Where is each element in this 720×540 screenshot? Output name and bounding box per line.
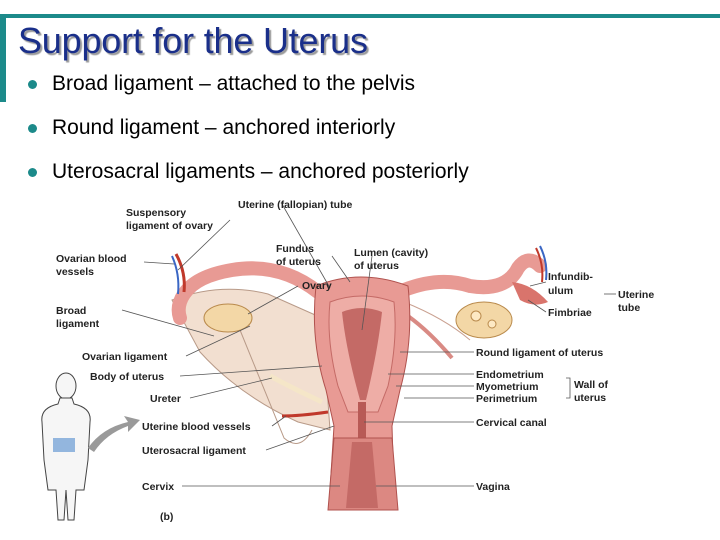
- right-ovary: [456, 302, 512, 338]
- label-uterine-fallopian-tube: Uterine (fallopian) tube: [238, 199, 352, 211]
- label-cervical-canal: Cervical canal: [476, 417, 547, 429]
- bullet-list: Broad ligament – attached to the pelvis …: [26, 66, 469, 198]
- label-uterine-tube-line2: tube: [618, 302, 640, 314]
- label-broad-ligament-line1: Broad: [56, 305, 86, 317]
- bullet-text: Broad ligament – attached to the pelvis: [52, 72, 415, 95]
- label-ovarian-blood-vessels-line2: vessels: [56, 266, 94, 278]
- bullet-item: Round ligament – anchored interiorly: [26, 110, 469, 154]
- bullet-dot-icon: [28, 124, 37, 133]
- left-ovarian-vein: [172, 256, 178, 294]
- label-fundus-line2: of uterus: [276, 256, 321, 268]
- label-wall-of-uterus-line1: Wall of: [574, 379, 609, 391]
- label-ovary: Ovary: [302, 280, 332, 292]
- label-vagina: Vagina: [476, 481, 510, 493]
- label-uterosacral-ligament: Uterosacral ligament: [142, 445, 246, 457]
- label-ureter: Ureter: [150, 393, 181, 405]
- bullet-text: Uterosacral ligaments – anchored posteri…: [52, 160, 469, 183]
- label-perimetrium: Perimetrium: [476, 393, 537, 405]
- label-suspensory-ligament-line1: Suspensory: [126, 207, 186, 219]
- label-uterine-tube-line1: Uterine: [618, 289, 654, 301]
- ovarian-follicle: [488, 320, 496, 328]
- label-body-of-uterus: Body of uterus: [90, 371, 164, 383]
- label-fundus-line1: Fundus: [276, 243, 314, 255]
- label-infundibulum-line1: Infundib-: [548, 271, 593, 283]
- label-cervix: Cervix: [142, 481, 174, 493]
- label-myometrium: Myometrium: [476, 381, 538, 393]
- left-accent-bar: [0, 14, 6, 102]
- label-fimbriae: Fimbriae: [548, 307, 592, 319]
- top-rule: [0, 14, 720, 18]
- label-round-ligament: Round ligament of uterus: [476, 347, 603, 359]
- bullet-item: Broad ligament – attached to the pelvis: [26, 66, 469, 110]
- label-endometrium: Endometrium: [476, 369, 544, 381]
- label-ovarian-blood-vessels-line1: Ovarian blood: [56, 253, 127, 265]
- figure-panel-label: (b): [160, 511, 173, 523]
- label-suspensory-ligament-line2: ligament of ovary: [126, 220, 213, 232]
- label-uterine-blood-vessels: Uterine blood vessels: [142, 421, 251, 433]
- pointer-arrow-icon: [88, 416, 140, 452]
- label-infundibulum-line2: ulum: [548, 285, 573, 297]
- slide-title: Support for the Uterus: [18, 20, 368, 62]
- bullet-text: Round ligament – anchored interiorly: [52, 116, 395, 139]
- label-wall-of-uterus-line2: uterus: [574, 392, 606, 404]
- label-lumen-line2: of uterus: [354, 260, 399, 272]
- label-broad-ligament-line2: ligament: [56, 318, 100, 330]
- bullet-dot-icon: [28, 168, 37, 177]
- left-ovary: [204, 304, 252, 332]
- broad-ligament-shape: [172, 289, 330, 430]
- ovarian-follicle: [471, 311, 481, 321]
- uterus-anatomy-diagram: Suspensory ligament of ovary Uterine (fa…: [0, 190, 720, 530]
- label-ovarian-ligament: Ovarian ligament: [82, 351, 168, 363]
- cervical-canal-shape: [358, 402, 366, 438]
- body-silhouette-icon: [42, 373, 90, 520]
- bullet-dot-icon: [28, 80, 37, 89]
- label-lumen-line1: Lumen (cavity): [354, 247, 428, 259]
